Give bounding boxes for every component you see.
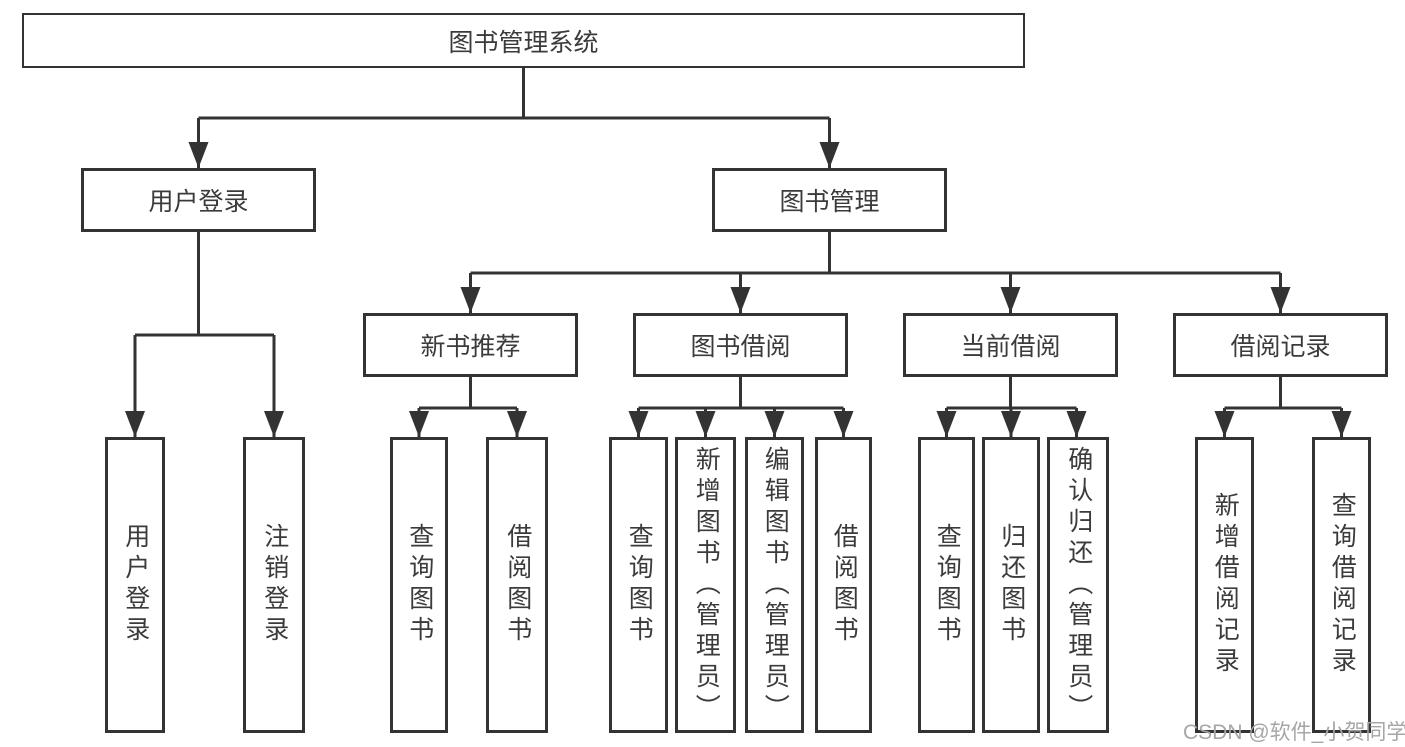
node-leaf-borrow-books-recommend: 借阅图书	[486, 437, 548, 733]
node-leaf-query-books-recommend: 查询图书	[390, 437, 448, 733]
node-label: 用户登录	[148, 188, 249, 216]
node-label: 编辑图书（管理员）	[761, 445, 790, 725]
arrowheads	[125, 142, 1352, 437]
node-borrow-record: 借阅记录	[1173, 313, 1388, 377]
node-leaf-query-books-current: 查询图书	[918, 437, 975, 733]
node-library-management-system: 图书管理系统	[22, 13, 1025, 68]
node-user-login-branch: 用户登录	[81, 168, 316, 232]
node-label: 注销登录	[260, 523, 289, 647]
node-label: 新书推荐	[420, 333, 521, 361]
node-label: 查询图书	[405, 523, 434, 647]
node-label: 借阅图书	[503, 523, 532, 647]
node-new-book-recommend: 新书推荐	[363, 313, 578, 377]
node-book-management-branch: 图书管理	[712, 168, 947, 232]
connector-lines	[133, 68, 1343, 437]
node-label: 新增图书（管理员）	[692, 445, 721, 725]
node-label: 图书管理	[779, 188, 880, 216]
node-leaf-add-borrow-record: 新增借阅记录	[1195, 437, 1254, 733]
node-label: 用户登录	[121, 523, 150, 647]
node-label: 归还图书	[997, 523, 1026, 647]
csdn-watermark: CSDN @软件_小贺同学	[1183, 721, 1405, 744]
node-leaf-query-borrow-record: 查询借阅记录	[1312, 437, 1371, 733]
node-leaf-confirm-return-admin: 确认归还（管理员）	[1047, 437, 1109, 733]
node-leaf-return-books: 归还图书	[982, 437, 1040, 733]
node-leaf-borrow-books: 借阅图书	[815, 437, 872, 733]
node-book-borrow: 图书借阅	[633, 313, 848, 377]
node-label: 图书借阅	[690, 333, 791, 361]
node-leaf-edit-books-admin: 编辑图书（管理员）	[745, 437, 804, 733]
node-current-borrow: 当前借阅	[903, 313, 1118, 377]
node-leaf-user-login: 用户登录	[105, 437, 165, 733]
node-label: 借阅图书	[830, 523, 859, 647]
node-label: 确认归还（管理员）	[1064, 445, 1093, 725]
node-label: 查询借阅记录	[1328, 492, 1357, 678]
node-leaf-query-books-borrow: 查询图书	[609, 437, 668, 733]
node-label: 图书管理系统	[448, 28, 599, 57]
node-label: 新增借阅记录	[1211, 492, 1240, 678]
node-label: 查询图书	[933, 523, 962, 647]
node-label: 当前借阅	[960, 333, 1061, 361]
node-leaf-add-books-admin: 新增图书（管理员）	[675, 437, 736, 733]
node-label: 借阅记录	[1230, 333, 1331, 361]
node-leaf-logout: 注销登录	[243, 437, 305, 733]
node-label: 查询图书	[625, 523, 654, 647]
